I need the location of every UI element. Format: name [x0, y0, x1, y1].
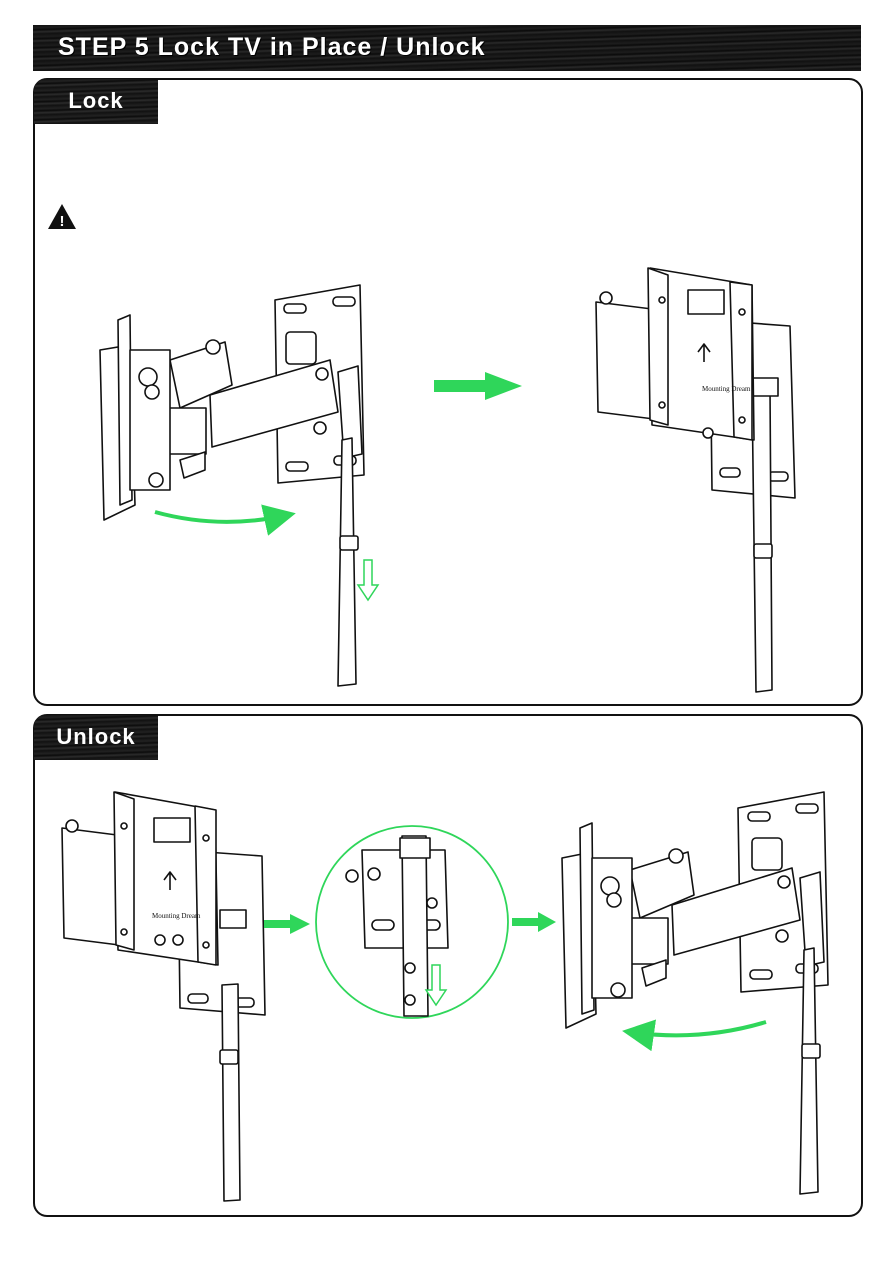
lock-tab-label: Lock — [68, 88, 124, 113]
lock-tab: Lock — [34, 79, 158, 124]
warning-glyph: ! — [60, 213, 65, 230]
unlock-tab-label: Unlock — [56, 724, 136, 749]
pull-down-arrow — [356, 559, 380, 602]
unlock-tab: Unlock — [34, 715, 158, 760]
mount-extended-unlock — [561, 791, 829, 1195]
logo-text-unlock: Mounting Dream — [152, 912, 201, 920]
step-header: STEP 5 Lock TV in Place / Unlock — [33, 25, 861, 71]
next-step-arrow — [434, 372, 522, 400]
warning-triangle-icon: ! — [48, 204, 76, 230]
mount-folded-lock — [595, 267, 796, 693]
zoom-detail — [315, 825, 509, 1019]
next-arrow-unlock-1 — [264, 914, 310, 934]
mount-extended-lock — [99, 284, 365, 687]
logo-text-lock: Mounting Dream — [702, 385, 751, 393]
next-arrow-unlock-2 — [512, 912, 556, 932]
step-title: STEP 5 Lock TV in Place / Unlock — [58, 33, 486, 61]
mount-folded-unlock — [61, 791, 266, 1202]
swing-left-arrow — [622, 1019, 767, 1052]
pull-down-arrow-detail — [424, 964, 448, 1007]
swing-right-arrow — [154, 504, 296, 536]
